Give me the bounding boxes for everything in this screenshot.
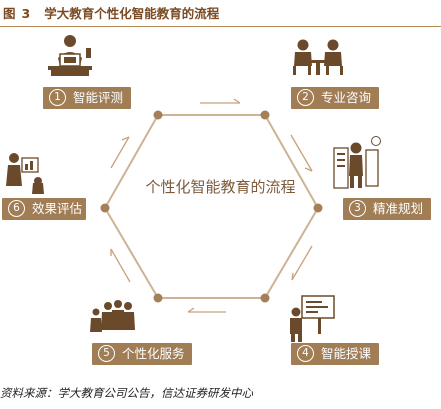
exam-desk-icon [48, 35, 92, 76]
node-1 [153, 110, 163, 120]
flow-arrows [110, 98, 313, 313]
title-rule [0, 26, 441, 27]
edge-3-4 [264, 207, 319, 299]
node-4 [260, 293, 270, 303]
step-6-label: 效果评估 [32, 201, 83, 216]
node-5 [153, 293, 163, 303]
step-6-box: 6 效果评估 [2, 198, 86, 220]
process-diagram [6, 35, 381, 342]
step-2-number: 2 [297, 89, 314, 106]
edge-5-6 [104, 207, 159, 299]
arrow-6-1 [110, 136, 130, 169]
step-6-number: 6 [8, 200, 25, 217]
hexagon-nodes [100, 110, 323, 303]
planning-board-icon [333, 136, 381, 189]
step-1-label: 智能评测 [73, 90, 124, 105]
step-5-number: 5 [98, 345, 115, 362]
edge-6-1 [104, 114, 159, 209]
arrow-1-2 [200, 98, 241, 104]
step-3-box: 3 精准规划 [343, 198, 431, 220]
group-service-icon [90, 300, 135, 332]
step-1-number: 1 [49, 89, 66, 106]
node-3 [313, 203, 323, 213]
center-title: 个性化智能教育的流程 [145, 178, 296, 196]
arrow-5-6 [110, 248, 131, 283]
arrow-2-3 [290, 134, 313, 172]
teaching-board-icon [290, 295, 335, 342]
source-note: 资料来源：学大教育公司公告，信达证券研发中心 [0, 386, 253, 400]
figure-title-text: 学大教育个性化智能教育的流程 [44, 6, 220, 21]
figure-label: 图 [3, 6, 16, 21]
step-4-box: 4 智能授课 [291, 343, 379, 365]
step-5-box: 5 个性化服务 [92, 343, 192, 365]
step-3-number: 3 [349, 200, 366, 217]
edge-2-3 [264, 114, 319, 209]
arrow-4-5 [187, 307, 226, 313]
figure-number: 3 [21, 6, 31, 21]
evaluation-chart-icon [6, 153, 44, 194]
step-4-number: 4 [297, 345, 314, 362]
hexagon-outline [104, 114, 319, 299]
step-4-label: 智能授课 [321, 346, 372, 361]
step-2-box: 2 专业咨询 [291, 87, 379, 109]
node-6 [100, 203, 110, 213]
arrow-3-4 [291, 245, 313, 281]
node-2 [260, 110, 270, 120]
step-1-box: 1 智能评测 [43, 87, 131, 109]
step-5-label: 个性化服务 [122, 346, 185, 361]
consultation-meeting-icon [293, 39, 343, 75]
step-3-label: 精准规划 [373, 201, 424, 216]
step-2-label: 专业咨询 [321, 90, 372, 105]
